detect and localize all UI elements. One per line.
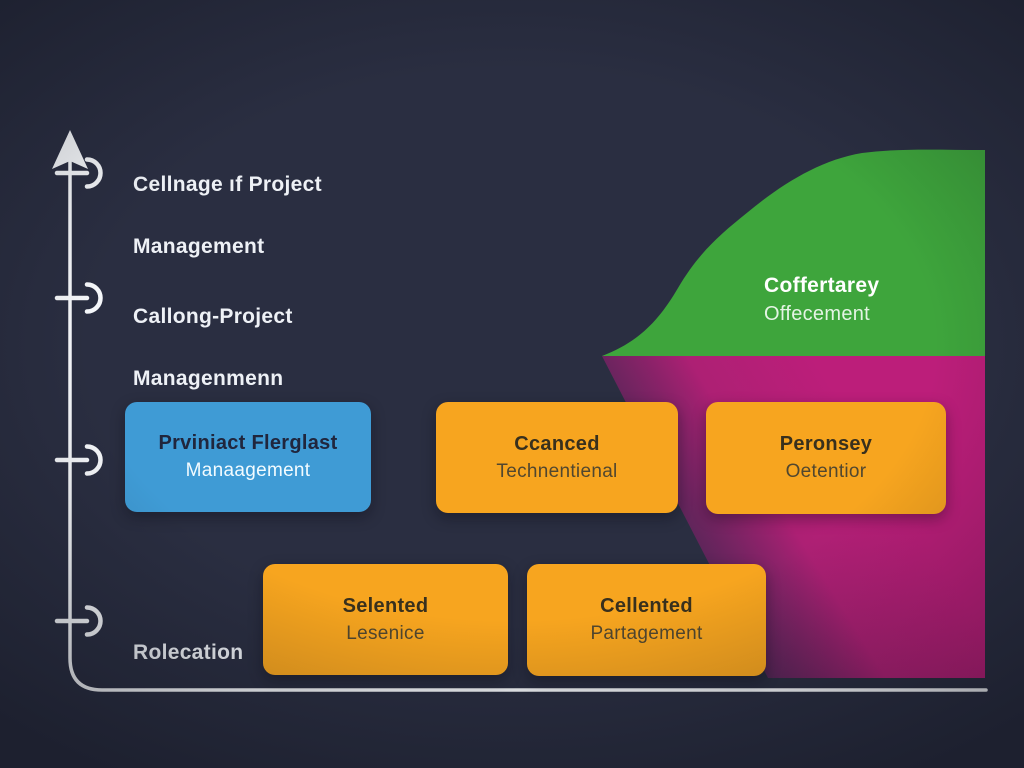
box-title: Selented [342, 594, 429, 617]
box-title: Peronsey [779, 433, 873, 455]
axis-label-1-line2: Management [133, 235, 265, 258]
axis-arrow-icon [52, 130, 88, 169]
box-ccanced: Ccanced Technentienal [436, 402, 678, 513]
box-subtitle: Oetentior [785, 461, 867, 482]
axis-label-3-line1: Rolecation [133, 641, 244, 664]
green-area-shape [602, 149, 985, 356]
axis-marker-1 [54, 157, 103, 189]
axis-marker-3 [54, 444, 103, 476]
axis-label-2: Callong-Project Managenmenn [133, 270, 293, 425]
axis-label-2-line1: Callong-Project [133, 305, 293, 328]
axis-label-2-line2: Managenmenn [133, 367, 284, 390]
axis-marker-4 [54, 605, 103, 637]
box-selented: Selented Lesenice [263, 564, 508, 675]
box-subtitle: Lesenice [346, 622, 425, 644]
axis-marker-2 [54, 282, 103, 314]
box-subtitle: Technentienal [496, 460, 618, 482]
axis-label-1: Cellnage ıf Project Management [133, 138, 322, 293]
axis-label-1-line1: Cellnage ıf Project [133, 173, 322, 196]
box-subtitle: Partagement [590, 623, 703, 644]
box-prviniact-flerglast: Prviniact Flerglast Manaagement [125, 402, 371, 512]
green-area-title: Coffertarey [764, 274, 880, 297]
box-title: Prviniact Flerglast [158, 432, 338, 454]
axis-label-3: Rolecation [133, 606, 243, 699]
box-peronsey: Peronsey Oetentior [706, 402, 946, 514]
box-cellented: Cellented Partagement [527, 564, 766, 676]
box-title: Cellented [600, 595, 693, 617]
green-area-label: Coffertarey Offecement [764, 271, 879, 329]
box-title: Ccanced [514, 432, 600, 455]
axis-line [68, 154, 988, 692]
box-subtitle: Manaagement [185, 460, 311, 481]
green-area-subtitle: Offecement [764, 303, 871, 325]
